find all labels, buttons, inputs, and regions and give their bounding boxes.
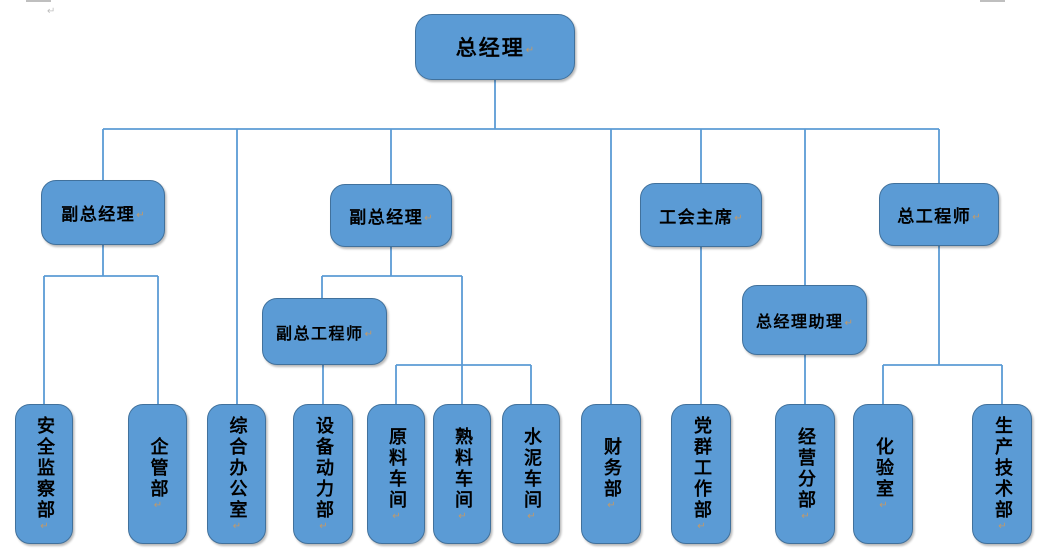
org-node-label: 总经理助理 bbox=[756, 312, 844, 331]
org-node-label: 化验室 bbox=[873, 437, 894, 500]
org-node-label: 党群工作部 bbox=[691, 416, 712, 521]
org-node-label: 总经理 bbox=[455, 36, 525, 60]
org-node-party-mass-work-dept[interactable]: 党群工作部↵ bbox=[671, 404, 731, 544]
org-node-equipment-power-dept[interactable]: 设备动力部↵ bbox=[293, 404, 353, 544]
org-node-general-manager[interactable]: 总经理↵ bbox=[415, 14, 575, 80]
paragraph-mark: ↵ bbox=[606, 500, 617, 511]
paragraph-mark: ↵ bbox=[972, 212, 981, 223]
org-node-label: 熟料车间 bbox=[452, 426, 473, 511]
org-node-label: 综合办公室 bbox=[226, 416, 248, 521]
paragraph-mark: ↵ bbox=[47, 6, 56, 17]
paragraph-mark: ↵ bbox=[997, 521, 1008, 532]
paragraph-mark: ↵ bbox=[457, 510, 468, 522]
paragraph-mark: ↵ bbox=[424, 213, 433, 224]
paragraph-mark: ↵ bbox=[525, 44, 535, 56]
org-node-label: 原料车间 bbox=[386, 426, 407, 511]
org-node-deputy-chief-engineer[interactable]: 副总工程师↵ bbox=[262, 298, 387, 365]
org-node-label: 安全监察部 bbox=[34, 416, 55, 521]
paragraph-mark: ↵ bbox=[391, 510, 402, 522]
paragraph-mark: ↵ bbox=[878, 500, 889, 511]
org-node-union-chairman[interactable]: 工会主席↵ bbox=[640, 183, 762, 247]
org-node-label: 副总工程师 bbox=[276, 323, 364, 343]
paragraph-mark: ↵ bbox=[152, 500, 164, 511]
paragraph-mark: ↵ bbox=[231, 521, 243, 532]
paragraph-mark: ↵ bbox=[136, 210, 145, 221]
org-node-label: 生产技术部 bbox=[992, 416, 1013, 521]
org-node-raw-material-workshop[interactable]: 原料车间↵ bbox=[367, 404, 425, 544]
paragraph-mark: ↵ bbox=[526, 510, 537, 522]
org-node-laboratory[interactable]: 化验室↵ bbox=[853, 404, 913, 544]
page-border-fragment-right bbox=[980, 0, 1005, 2]
org-node-general-office[interactable]: 综合办公室↵ bbox=[207, 404, 266, 544]
org-node-deputy-gm-mid[interactable]: 副总经理↵ bbox=[330, 184, 452, 247]
org-node-label: 财务部 bbox=[601, 437, 622, 500]
org-node-label: 设备动力部 bbox=[313, 416, 334, 521]
org-node-enterprise-mgmt-dept[interactable]: 企管部↵ bbox=[128, 404, 187, 544]
org-node-deputy-gm-left[interactable]: 副总经理↵ bbox=[41, 180, 165, 245]
org-node-safety-dept[interactable]: 安全监察部↵ bbox=[15, 404, 73, 544]
org-node-label: 水泥车间 bbox=[521, 426, 542, 511]
org-node-cement-workshop[interactable]: 水泥车间↵ bbox=[502, 404, 560, 544]
page-border-fragment-left bbox=[26, 0, 51, 2]
org-node-gm-assistant[interactable]: 总经理助理↵ bbox=[742, 285, 867, 355]
org-node-clinker-workshop[interactable]: 熟料车间↵ bbox=[433, 404, 491, 544]
paragraph-mark: ↵ bbox=[39, 521, 50, 532]
paragraph-mark: ↵ bbox=[696, 521, 707, 532]
paragraph-mark: ↵ bbox=[318, 521, 329, 532]
org-node-finance-dept[interactable]: 财务部↵ bbox=[581, 404, 641, 544]
paragraph-mark: ↵ bbox=[800, 510, 811, 522]
org-node-chief-engineer[interactable]: 总工程师↵ bbox=[879, 183, 999, 246]
org-node-label: 经营分部 bbox=[795, 426, 816, 511]
org-node-label: 总工程师 bbox=[897, 207, 972, 227]
paragraph-mark: ↵ bbox=[734, 212, 743, 224]
org-node-operations-branch[interactable]: 经营分部↵ bbox=[775, 404, 835, 544]
org-node-label: 工会主席 bbox=[659, 207, 734, 228]
org-node-production-tech-dept[interactable]: 生产技术部↵ bbox=[972, 404, 1032, 544]
org-node-label: 副总经理 bbox=[61, 205, 136, 225]
paragraph-mark: ↵ bbox=[364, 329, 373, 340]
paragraph-mark: ↵ bbox=[844, 317, 853, 329]
org-node-label: 副总经理 bbox=[349, 208, 424, 228]
org-node-label: 企管部 bbox=[147, 437, 169, 500]
